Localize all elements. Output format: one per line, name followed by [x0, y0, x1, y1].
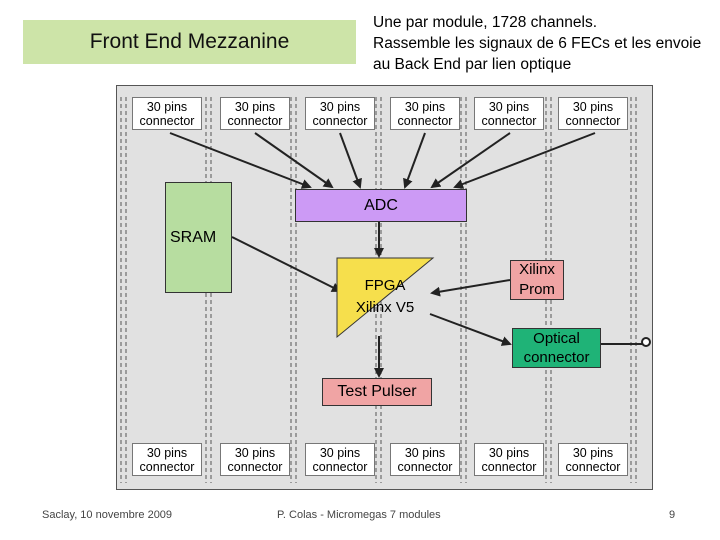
bottom-connector-6: 30 pins connector [558, 443, 628, 476]
optical-connector-block: Optical connector [512, 328, 601, 368]
top-connector-2: 30 pins connector [220, 97, 290, 130]
slide-subtitle: Une par module, 1728 channels. Rassemble… [373, 12, 718, 75]
footer-date: Saclay, 10 novembre 2009 [42, 509, 173, 521]
test-pulser-label: Test Pulser [337, 383, 417, 400]
title-box: Front End Mezzanine [23, 20, 356, 64]
bottom-connector-3: 30 pins connector [305, 443, 375, 476]
bottom-connector-1: 30 pins connector [132, 443, 202, 476]
test-pulser-block: Test Pulser [322, 378, 432, 406]
optical-fiber-end [641, 337, 651, 347]
fpga-label: FPGA Xilinx V5 [355, 277, 415, 316]
sram-block [165, 182, 232, 293]
top-connector-4: 30 pins connector [390, 97, 460, 130]
bottom-connector-2: 30 pins connector [220, 443, 290, 476]
xilinx-prom-label: Xilinx Prom [519, 261, 555, 298]
optical-connector-label: Optical connector [523, 330, 590, 366]
bottom-connector-5: 30 pins connector [474, 443, 544, 476]
slide-title: Front End Mezzanine [89, 30, 290, 53]
page-number: 9 [669, 509, 676, 521]
subtitle-text: Une par module, 1728 channels. Rassemble… [373, 14, 702, 73]
top-connector-6: 30 pins connector [558, 97, 628, 130]
fpga-shape [336, 257, 435, 339]
footer-author: P. Colas - Micromegas 7 modules [277, 509, 441, 521]
sram-label: SRAM [170, 229, 217, 246]
xilinx-prom-block: Xilinx Prom [510, 260, 564, 300]
top-connector-3: 30 pins connector [305, 97, 375, 130]
connector-arrows [169, 132, 642, 378]
top-connector-1: 30 pins connector [132, 97, 202, 130]
adc-block: ADC [295, 189, 467, 222]
bottom-connector-4: 30 pins connector [390, 443, 460, 476]
top-connector-5: 30 pins connector [474, 97, 544, 130]
adc-label: ADC [364, 196, 398, 214]
